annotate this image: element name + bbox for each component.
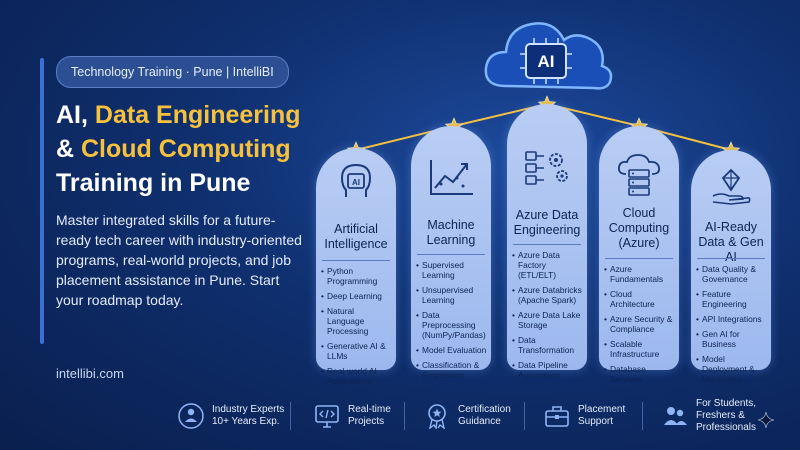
cloud-server-icon — [617, 154, 661, 196]
topic-item: Data Preprocessing (NumPy/Pandas) — [416, 310, 488, 340]
topic-item: Model Evaluation — [416, 345, 488, 355]
pipeline-gears-icon — [525, 151, 568, 185]
chart-icon — [430, 160, 473, 195]
topic-item: Deep Learning — [321, 291, 393, 301]
feature-audience: For Students,Freshers &Professionals — [662, 392, 756, 440]
topic-item: API Integrations — [696, 314, 768, 324]
topic-list: Supervised Learning Unsupervised Learnin… — [416, 260, 488, 385]
briefcase-icon — [545, 406, 569, 427]
topic-list: Azure Data Factory (ETL/ELT) Azure Datab… — [512, 250, 584, 385]
hand-gem-icon — [712, 168, 751, 205]
topic-item: Cloud Architecture — [604, 289, 676, 309]
topic-item: Feature Engineering — [696, 289, 768, 309]
topic-item: Classification & Regression — [416, 360, 488, 380]
topic-list: Python Programming Deep Learning Natural… — [321, 266, 393, 391]
topic-item: Data Pipeline Automation — [512, 360, 584, 380]
topic-item: Azure Databricks (Apache Spark) — [512, 285, 584, 305]
topic-item: Database Services — [604, 364, 676, 384]
highlight-cloud-computing: Cloud Computing — [81, 135, 291, 163]
description: Master integrated skills for a future-re… — [56, 212, 302, 308]
svg-text:AI: AI — [352, 178, 360, 187]
topic-item: Azure Data Lake Storage — [512, 310, 584, 330]
headline-line1: AI, Data Engineering — [56, 101, 301, 129]
topic-list: Azure Fundamentals Cloud Architecture Az… — [604, 264, 676, 389]
topic-item: Data Quality & Governance — [696, 264, 768, 284]
people-icon — [178, 403, 204, 429]
topic-item: Azure Security & Compliance — [604, 314, 676, 334]
topic-list: Data Quality & Governance Feature Engine… — [696, 264, 768, 389]
topic-item: Real-world AI Applications — [321, 366, 393, 386]
topic-item: Azure Data Factory (ETL/ELT) — [512, 250, 584, 280]
topic-item: Natural Language Processing — [321, 306, 393, 336]
headline-line3: Training in Pune — [56, 169, 251, 197]
topic-item: Scalable Infrastructure — [604, 339, 676, 359]
ai-cloud-icon: AI — [484, 22, 613, 90]
topic-item: Unsupervised Learning — [416, 285, 488, 305]
headline-line2: & Cloud Computing — [56, 135, 291, 163]
tagline-pill: Technology Training · Pune | IntelliBI — [56, 56, 289, 88]
topic-item: Generative AI & LLMs — [321, 341, 393, 361]
topic-item: Supervised Learning — [416, 260, 488, 280]
topic-item: Data Transformation — [512, 335, 584, 355]
topic-item: Azure Fundamentals — [604, 264, 676, 284]
award-icon — [428, 404, 446, 429]
cloud-badge-label: AI — [538, 52, 555, 71]
code-monitor-icon — [315, 405, 339, 428]
website-link[interactable]: intellibi.com — [56, 366, 124, 381]
users-icon — [664, 407, 687, 425]
ai-head-icon: AI — [340, 164, 372, 197]
highlight-data-engineering: Data Engineering — [94, 101, 301, 129]
sparkle-icon — [758, 412, 774, 428]
topic-item: Python Programming — [321, 266, 393, 286]
topic-item: Model Deployment & Monitoring — [696, 354, 768, 384]
accent-bar — [40, 58, 44, 344]
topic-item: Gen AI for Business — [696, 329, 768, 349]
headline: AI, Data Engineering & Cloud Computing T… — [56, 98, 356, 200]
